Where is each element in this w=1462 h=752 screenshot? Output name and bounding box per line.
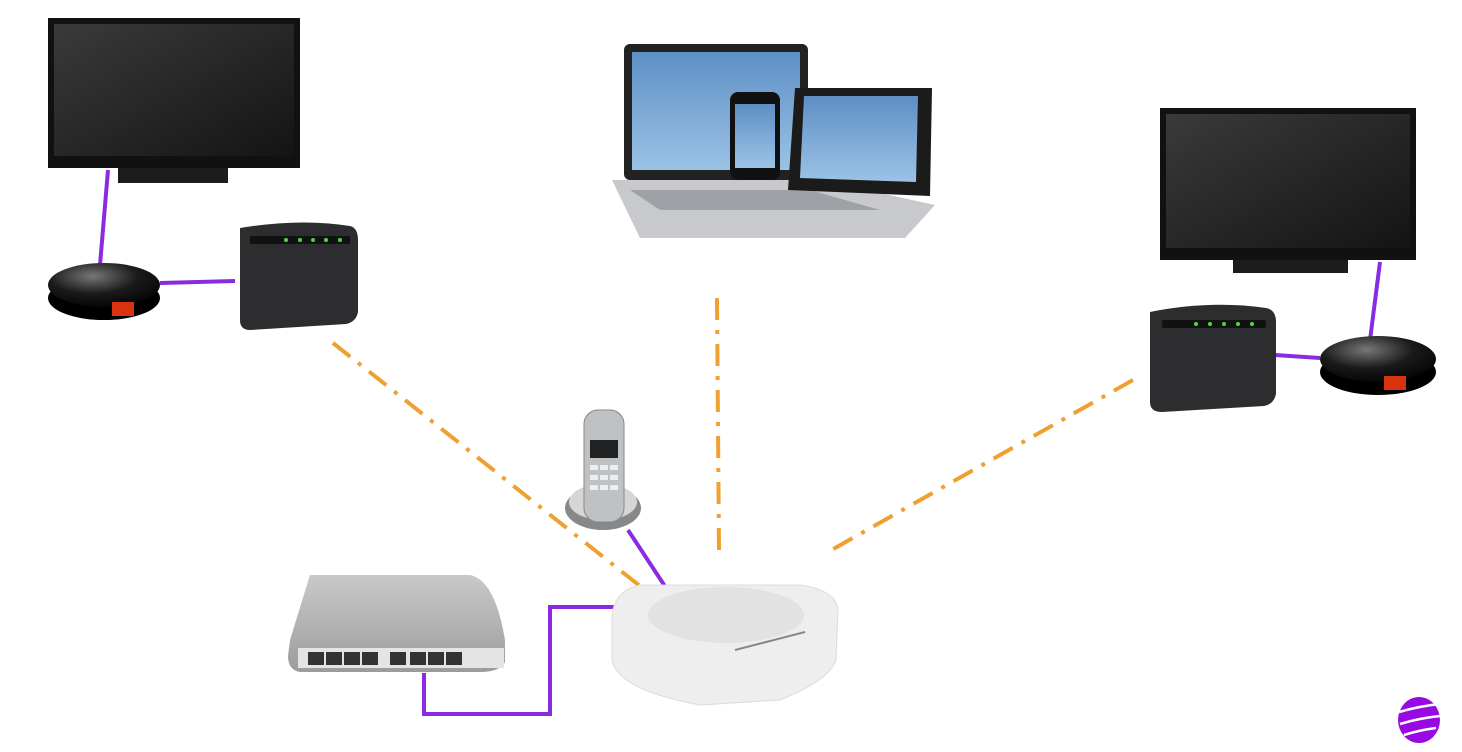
wifi-link-right xyxy=(827,378,1134,554)
link-tv-right-stb xyxy=(1368,261,1382,341)
cordless-phone-icon xyxy=(565,409,641,530)
link-extender-right-stb xyxy=(1274,353,1321,360)
wifi-link-left xyxy=(331,341,647,592)
home-router-icon xyxy=(611,584,839,706)
smartphone-icon xyxy=(730,92,780,180)
link-tv-left-stb xyxy=(98,169,110,266)
tv-icon xyxy=(48,18,300,183)
wifi-link-center xyxy=(715,297,721,553)
wired-links xyxy=(98,169,1382,716)
wifi-extender-icon xyxy=(1150,304,1276,412)
tablet-icon xyxy=(788,88,932,196)
wifi-extender-icon xyxy=(240,222,358,330)
set-top-box-icon xyxy=(48,263,160,320)
link-router-switch xyxy=(422,605,642,716)
tv-icon xyxy=(1160,108,1416,273)
set-top-box-icon xyxy=(1320,336,1436,395)
telia-logo-icon xyxy=(1398,697,1441,743)
wireless-links xyxy=(331,297,1134,592)
link-stb-left-extender xyxy=(159,279,236,285)
network-switch-icon xyxy=(288,575,505,672)
